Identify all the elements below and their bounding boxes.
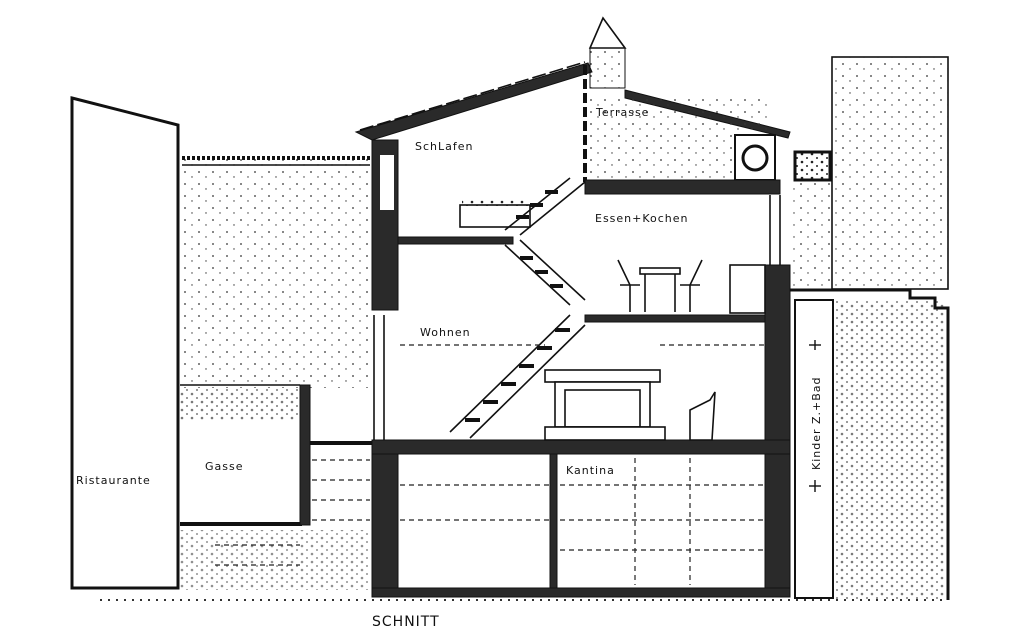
label-bedroom: SchLafen	[415, 140, 473, 153]
label-living: Wohnen	[420, 326, 471, 339]
neighbour-building	[790, 56, 950, 600]
dimension-marker	[809, 340, 821, 492]
background-wall	[180, 156, 370, 388]
label-kids-bath: Kinder Z.+Bad	[810, 376, 823, 470]
label-terrace: Terrasse	[595, 106, 649, 119]
house-section	[354, 16, 832, 598]
label-restaurant: Ristaurante	[76, 474, 151, 487]
drawing-title: SCHNITT	[372, 614, 440, 630]
label-cellar: Kantina	[566, 464, 615, 477]
restaurant-building	[70, 96, 180, 590]
label-alley: Gasse	[205, 460, 244, 473]
label-dining-kitchen: Essen+Kochen	[595, 212, 689, 225]
alley	[180, 384, 372, 590]
